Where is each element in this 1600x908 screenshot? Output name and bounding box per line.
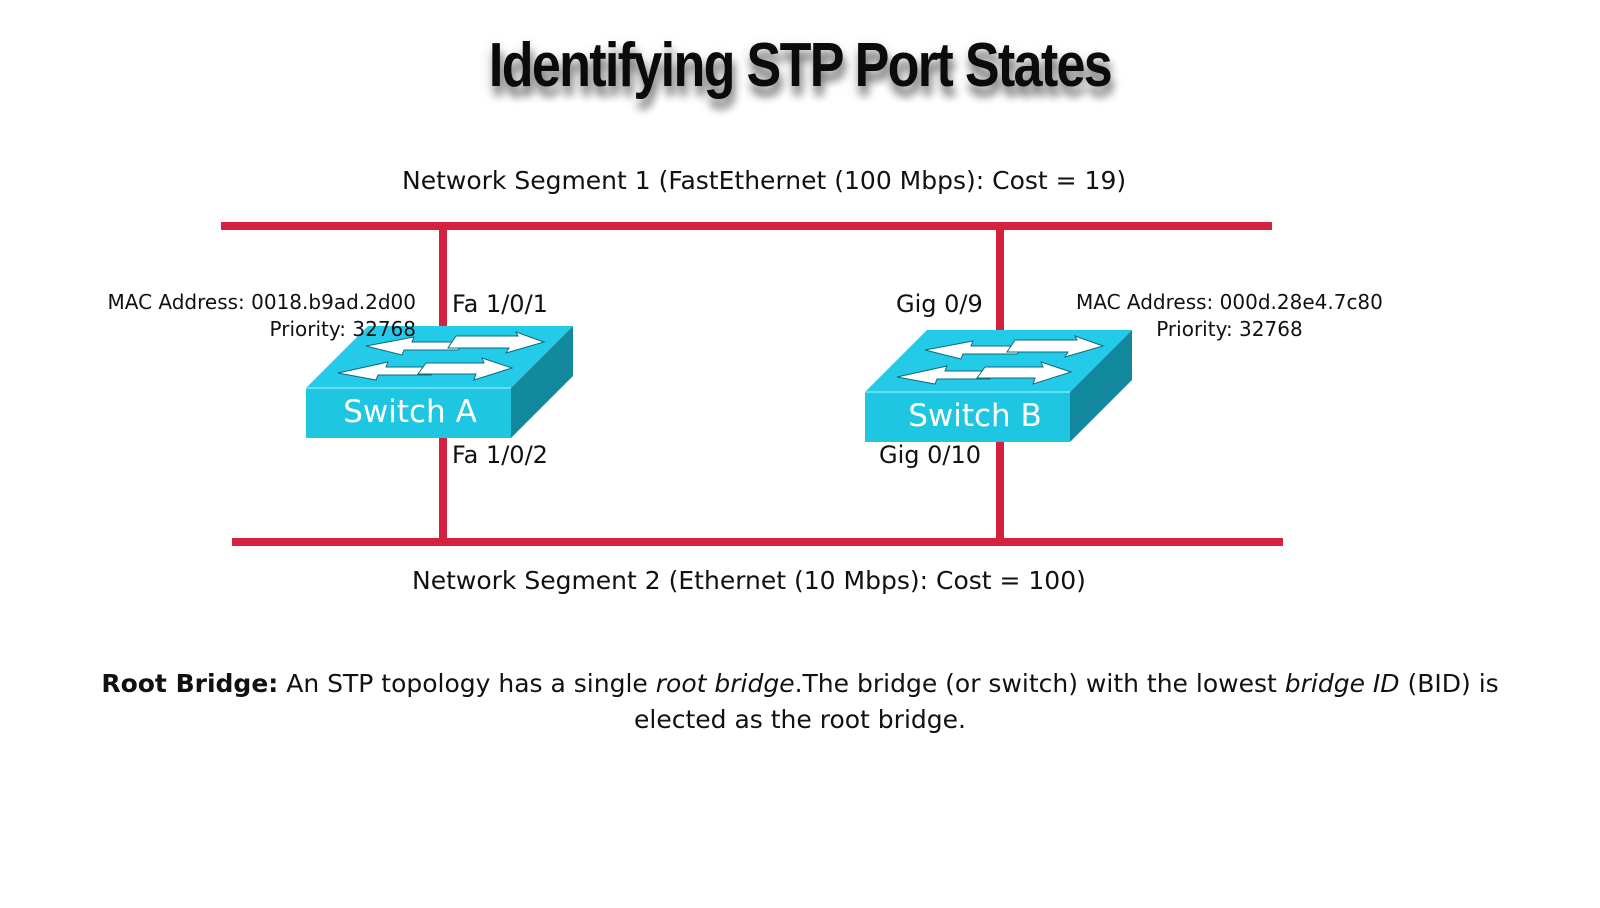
caption-emphasis-2: bridge ID [1284,669,1400,698]
switch-a-port-top: Fa 1/0/1 [452,290,548,318]
switch-b-name: Switch B [908,398,1042,434]
switch-a-mac: MAC Address: 0018.b9ad.2d00 [107,290,416,314]
caption-part-3: (BID) is elected as the root bridge. [634,669,1499,734]
switch-b-port-top: Gig 0/9 [896,290,983,318]
segment-2-label: Network Segment 2 (Ethernet (10 Mbps): C… [412,566,1086,595]
caption-part-2: .The bridge (or switch) with the lowest [794,669,1285,698]
caption-part-1: An STP topology has a single [278,669,656,698]
switch-b-mac: MAC Address: 000d.28e4.7c80 [1076,290,1383,314]
switch-a-name: Switch A [343,394,477,430]
switch-a-icon: Switch A [306,326,573,438]
segment-1-label: Network Segment 1 (FastEthernet (100 Mbp… [402,166,1127,195]
switch-a-info: MAC Address: 0018.b9ad.2d00 Priority: 32… [107,289,416,343]
caption-emphasis-1: root bridge [655,669,795,698]
switch-b-icon: Switch B [865,330,1132,442]
slide-title: Identifying STP Port States [488,31,1113,100]
switch-a-priority: Priority: 32768 [269,317,416,341]
definition-caption: Root Bridge: An STP topology has a singl… [60,666,1540,738]
switch-b-info: MAC Address: 000d.28e4.7c80 Priority: 32… [1076,289,1383,343]
switch-a-port-bottom: Fa 1/0/2 [452,441,548,469]
switch-b-priority: Priority: 32768 [1156,317,1303,341]
switch-b-port-bottom: Gig 0/10 [879,441,982,469]
caption-term: Root Bridge: [101,669,279,698]
